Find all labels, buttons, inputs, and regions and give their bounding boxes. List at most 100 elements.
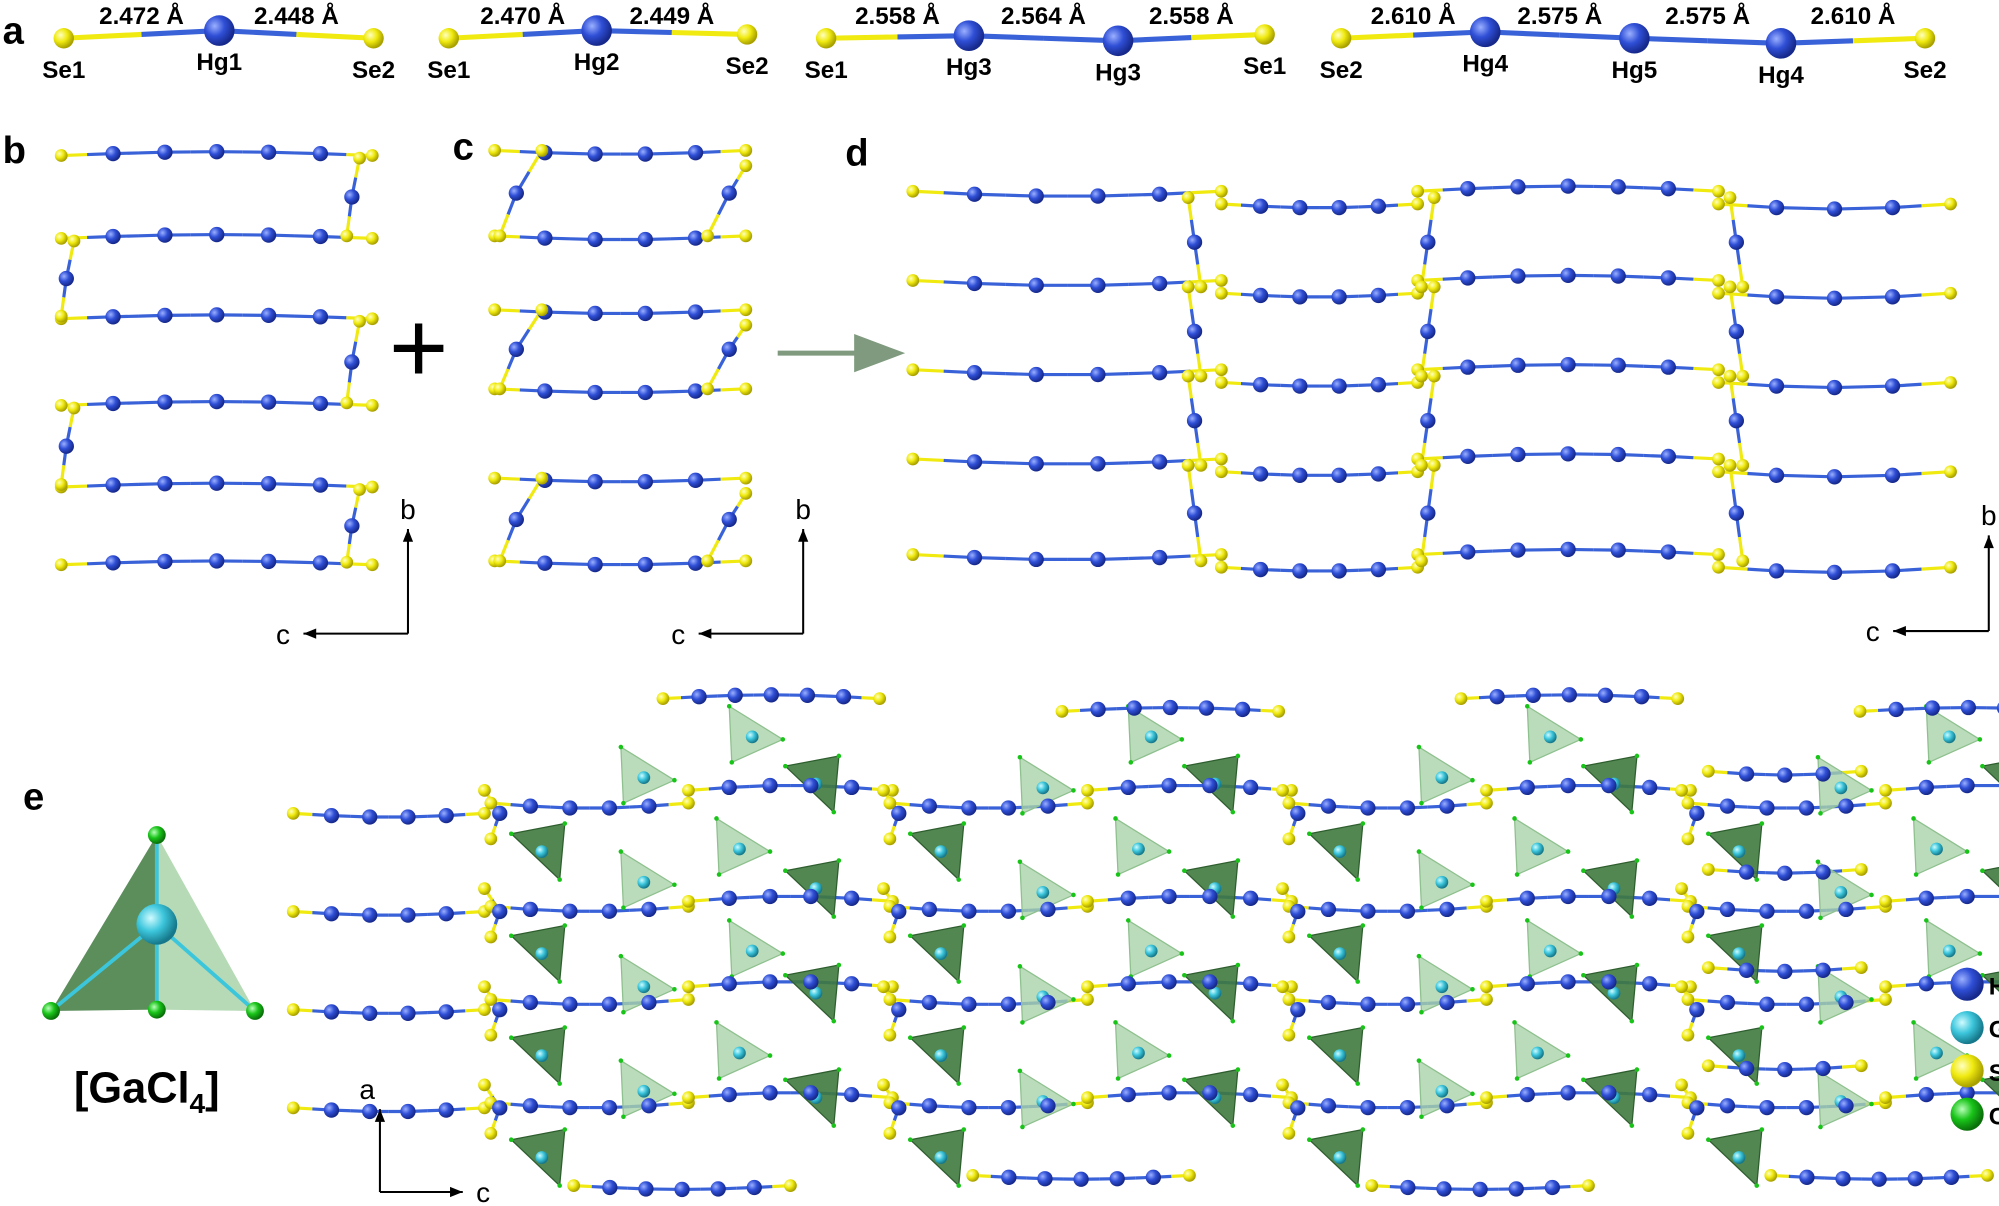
atom-cl xyxy=(831,1123,837,1128)
atom-label: Hg3 xyxy=(1095,59,1141,86)
atom-hg xyxy=(1420,323,1436,340)
atom-hg xyxy=(260,553,277,570)
atom-hg xyxy=(344,189,360,205)
atom-se xyxy=(906,363,920,377)
atom-se xyxy=(739,229,753,243)
atom-hg xyxy=(1519,890,1535,906)
atom-cl xyxy=(1977,737,1983,742)
atom-hg xyxy=(508,341,524,357)
atom-hg xyxy=(1768,289,1785,305)
atom-se xyxy=(1415,458,1428,472)
atom-hg xyxy=(587,474,603,490)
atom-hg xyxy=(260,227,277,243)
panel-label-c: c xyxy=(453,125,474,168)
atom-se xyxy=(353,314,366,328)
atom-hg xyxy=(260,144,277,160)
bond xyxy=(1852,35,1926,44)
atom-se xyxy=(478,980,491,994)
atom-cl xyxy=(1512,1020,1517,1025)
atom-cl xyxy=(1419,1009,1424,1015)
atom-hg xyxy=(562,800,578,816)
atom-hg xyxy=(1510,446,1526,463)
atom-hg xyxy=(1660,359,1677,375)
atom-hg xyxy=(562,996,578,1012)
atom-hg xyxy=(562,1099,578,1116)
atom-hg xyxy=(691,689,707,705)
atom-hg xyxy=(1292,378,1308,394)
atom-hg xyxy=(1436,1181,1452,1197)
atom-hg xyxy=(1884,199,1901,216)
bond xyxy=(296,31,374,41)
atom-hg xyxy=(1028,277,1044,293)
atom-hg xyxy=(1252,466,1269,482)
atom-hg xyxy=(1918,1086,1934,1103)
atom-cl xyxy=(557,877,562,882)
atom-se xyxy=(1282,930,1296,944)
atom-hg xyxy=(1884,563,1901,579)
atom-hg xyxy=(1777,963,1793,980)
atom-hg xyxy=(209,226,225,243)
axis-e-up-arrowhead xyxy=(374,1109,386,1122)
atom-hg xyxy=(1959,888,1975,905)
atom-se xyxy=(1854,961,1868,974)
atom-hg xyxy=(1601,888,1617,905)
atom-cl xyxy=(1634,962,1640,968)
atom-cl xyxy=(508,1035,514,1041)
atom-cl xyxy=(1071,1101,1076,1107)
atom-cl xyxy=(780,737,786,742)
panel-label-e: e xyxy=(23,776,44,819)
atom-cl xyxy=(508,1137,514,1143)
atom-hg xyxy=(1544,1179,1561,1196)
atom-hg xyxy=(1028,366,1044,383)
atom-hg xyxy=(1601,1085,1617,1101)
atom-cl xyxy=(783,763,788,769)
ga-cl-bond xyxy=(155,922,257,1013)
atom-hg xyxy=(1331,378,1347,394)
atom-ga xyxy=(1732,947,1746,960)
atom-hg xyxy=(601,996,618,1012)
atom-cl xyxy=(1306,831,1312,837)
atom-hg xyxy=(1884,467,1901,483)
atom-hg xyxy=(1090,277,1106,293)
atom-hg xyxy=(803,974,819,990)
atom-hg xyxy=(1815,766,1831,782)
atom-cl xyxy=(618,849,624,854)
atom-ga xyxy=(733,842,746,856)
atom-hg xyxy=(1040,798,1056,814)
gacl4-tetrahedron-dark xyxy=(1981,1075,1999,1097)
atom-cl xyxy=(1360,923,1366,928)
atom-cl xyxy=(1020,1020,1025,1025)
atom-hg xyxy=(1759,800,1775,816)
atom-ga xyxy=(745,944,759,958)
atom-se xyxy=(1055,704,1069,718)
atom-hg xyxy=(799,687,816,703)
atom-se xyxy=(784,1179,797,1192)
atom-se xyxy=(1183,1169,1196,1182)
atom-hg xyxy=(891,903,907,920)
atom-se xyxy=(1681,796,1695,810)
bond-distance-label: 2.449 Å xyxy=(629,2,714,30)
atom-cl xyxy=(1166,849,1172,854)
atom-cl xyxy=(780,951,786,956)
atom-se xyxy=(365,232,379,245)
atom-cl xyxy=(1470,1091,1475,1097)
atom-ga xyxy=(934,1049,948,1062)
atom-hg xyxy=(1252,561,1269,578)
atom-ga xyxy=(1930,1046,1943,1060)
atom-hg xyxy=(1759,996,1775,1012)
atom-hg xyxy=(1610,179,1626,195)
atom-se xyxy=(739,554,753,568)
atom-hg xyxy=(891,1100,907,1116)
atom-hg xyxy=(1510,268,1526,284)
atom-label: Hg2 xyxy=(574,49,620,76)
atom-hg xyxy=(312,395,329,412)
atom-cl xyxy=(836,962,842,968)
atom-ga xyxy=(1208,986,1222,1000)
atom-hg xyxy=(1399,996,1416,1012)
atom-se xyxy=(1081,980,1094,994)
atom-cl xyxy=(729,760,735,765)
atom-hg xyxy=(602,1179,618,1196)
atom-se xyxy=(883,796,897,810)
atom-se xyxy=(1854,764,1868,778)
atom-se xyxy=(1427,191,1441,204)
